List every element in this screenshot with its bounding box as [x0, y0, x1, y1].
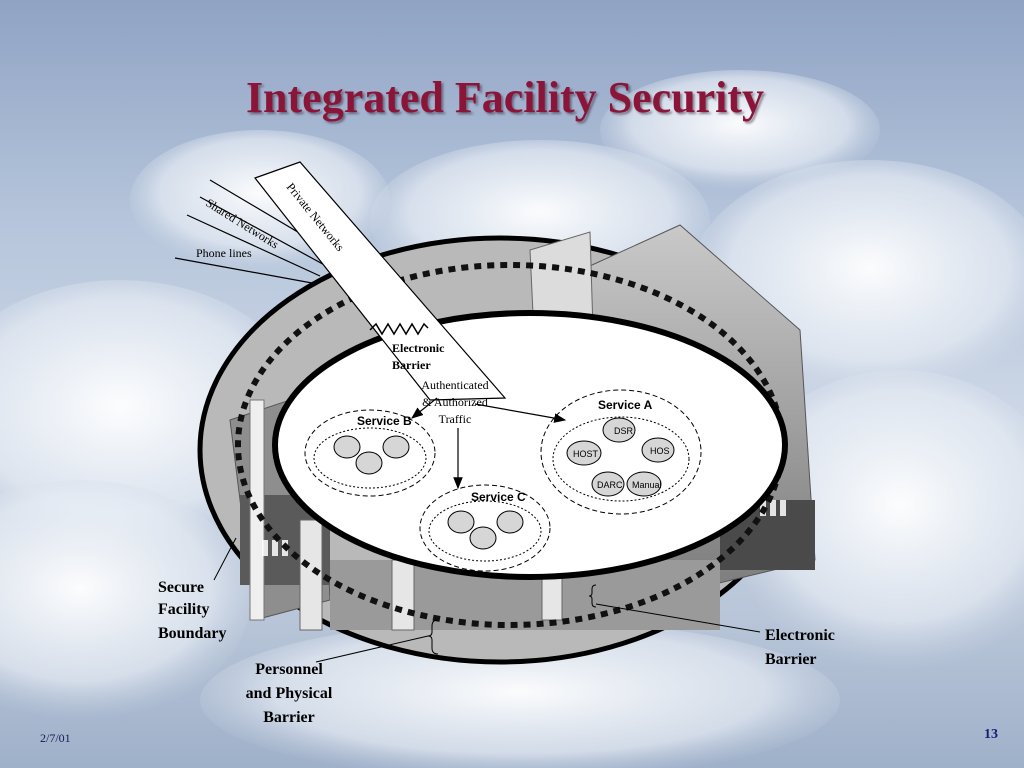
- personnel-barrier-label-1: Personnel: [255, 661, 323, 678]
- secure-facility-label-3: Boundary: [158, 625, 226, 642]
- secure-facility-label-2: Facility: [158, 601, 210, 618]
- service-b-node: [333, 435, 361, 459]
- slide-date: 2/7/01: [40, 731, 71, 745]
- page-number: 13: [984, 727, 998, 742]
- darc-label: DARC: [597, 480, 623, 490]
- service-b-label: Service B: [357, 414, 412, 428]
- traffic-label-3: Traffic: [439, 412, 472, 426]
- private-networks-beam: [254, 161, 507, 401]
- arrow-to-service-a: [474, 403, 567, 423]
- service-c-node: [469, 526, 497, 550]
- service-a-group: Service A DSR HOST HOS DARC Manual: [540, 389, 702, 515]
- inner-electronic-barrier-label-2: Barrier: [392, 358, 431, 372]
- service-c-label: Service C: [471, 490, 526, 504]
- service-c-node: [447, 510, 475, 534]
- traffic-label-1: Authenticated: [421, 378, 488, 392]
- service-a-label: Service A: [598, 398, 653, 412]
- service-area-ellipse: [272, 310, 788, 580]
- manual-node: [626, 471, 662, 497]
- host-left-label: HOST: [573, 449, 599, 459]
- manual-label: Manual: [632, 480, 662, 490]
- host-node-left: [566, 440, 602, 466]
- inner-electronic-barrier-label-1: Electronic: [392, 341, 445, 355]
- dsr-node: [602, 417, 636, 443]
- host-node-right: [641, 437, 675, 463]
- callout-lines: [213, 537, 761, 663]
- service-c-group: Service C: [419, 484, 551, 572]
- secure-facility-label-1: Secure: [158, 579, 204, 596]
- outer-electronic-barrier-label-1: Electronic: [765, 627, 835, 644]
- outer-electronic-barrier-label-2: Barrier: [765, 651, 817, 668]
- personnel-barrier-label-2: and Physical: [246, 685, 333, 702]
- arrow-to-service-b: [411, 397, 438, 419]
- traffic-label-2: & Authorized: [422, 395, 488, 409]
- phone-lines-label: Phone lines: [196, 246, 252, 260]
- service-b-group: Service B: [304, 409, 436, 497]
- service-b-node: [382, 435, 410, 459]
- dsr-label: DSR: [614, 426, 634, 436]
- shared-networks-label: Shared Networks: [203, 196, 281, 252]
- slide-title: Integrated Facility Security: [245, 73, 765, 122]
- personnel-barrier-label-3: Barrier: [263, 709, 315, 726]
- electronic-barrier-zigzag: [369, 322, 429, 336]
- service-b-node: [355, 451, 383, 475]
- darc-node: [591, 471, 625, 497]
- service-c-node: [496, 510, 524, 534]
- host-right-label: HOS: [650, 446, 670, 456]
